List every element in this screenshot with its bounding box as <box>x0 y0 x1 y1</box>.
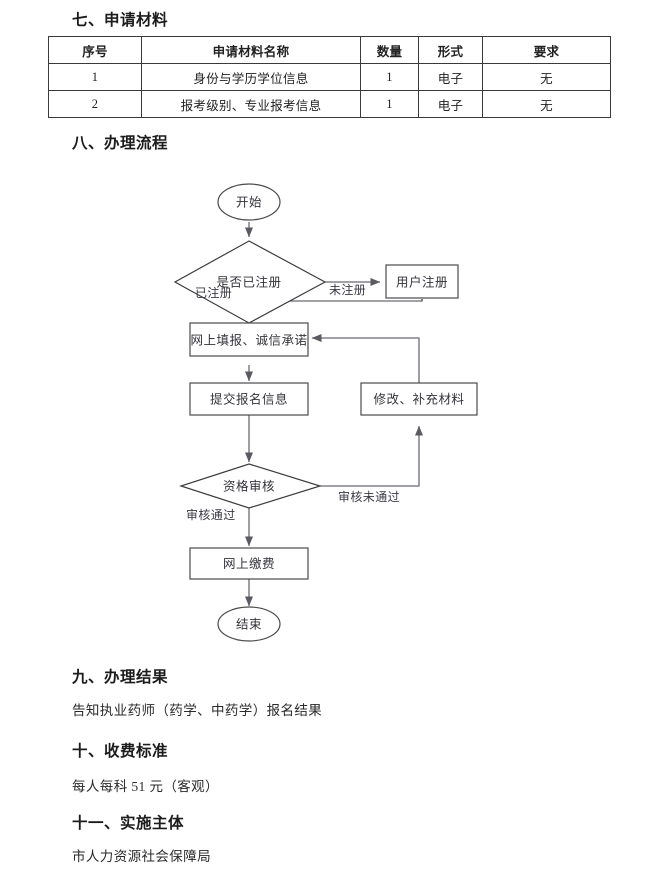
node-audit-shape <box>179 463 323 509</box>
table-header-row: 序号 申请材料名称 数量 形式 要求 <box>48 36 611 64</box>
column-header-requirement: 要求 <box>482 36 611 64</box>
column-header-quantity: 数量 <box>360 36 419 64</box>
section-heading-fee: 十、收费标准 <box>72 743 169 760</box>
edge-label-not-registered: 未注册 <box>329 282 366 297</box>
node-end-shape <box>217 606 281 642</box>
section-heading-materials: 七、申请材料 <box>72 12 169 29</box>
node-fill-form-label: 网上填报、诚信承诺 <box>190 333 307 348</box>
process-flowchart: 开始 是否已注册 用户注册 网上填报、诚信承诺 提交报名信息 修改、补充材料 资… <box>0 160 652 660</box>
section-heading-authority: 十一、实施主体 <box>72 815 185 832</box>
cell-requirement: 无 <box>482 63 611 91</box>
application-materials-table: 序号 申请材料名称 数量 形式 要求 1 身份与学历学位信息 1 电子 无 2 … <box>48 36 611 118</box>
edge-audit-failed-to-modify <box>320 425 424 487</box>
cell-format: 电子 <box>418 63 483 91</box>
edge-label-registered: 已注册 <box>195 285 232 300</box>
cell-format: 电子 <box>418 90 483 118</box>
node-modify-label: 修改、补充材料 <box>373 392 464 407</box>
cell-quantity: 1 <box>360 63 419 91</box>
node-start-shape <box>217 183 281 221</box>
section-heading-process: 八、办理流程 <box>72 135 169 152</box>
cell-quantity: 1 <box>360 90 419 118</box>
table-row: 1 身份与学历学位信息 1 电子 无 <box>48 63 611 91</box>
column-header-name: 申请材料名称 <box>141 36 361 64</box>
node-user-registration-shape <box>385 264 459 299</box>
node-audit-label: 资格审核 <box>223 479 275 494</box>
node-is-registered-label: 是否已注册 <box>216 275 281 290</box>
section-text-result: 告知执业药师（药学、中药学）报名结果 <box>72 703 323 718</box>
node-pay-label: 网上缴费 <box>223 556 275 571</box>
node-fill-form-shape <box>189 322 309 357</box>
edge-label-audit-failed: 审核未通过 <box>338 489 400 504</box>
node-submit-shape <box>189 382 309 416</box>
node-pay-shape <box>189 547 309 580</box>
node-submit-label: 提交报名信息 <box>210 392 288 407</box>
node-end-label: 结束 <box>236 618 262 632</box>
edge-modify-to-fillform <box>311 333 420 383</box>
cell-index: 1 <box>48 63 142 91</box>
edge-label-audit-passed: 审核通过 <box>186 507 236 522</box>
node-modify-shape <box>360 382 478 416</box>
cell-index: 2 <box>48 90 142 118</box>
section-text-fee: 每人每科 51 元（客观） <box>72 779 219 794</box>
column-header-index: 序号 <box>48 36 142 64</box>
column-header-format: 形式 <box>418 36 483 64</box>
node-start-label: 开始 <box>236 196 262 210</box>
cell-name: 报考级别、专业报考信息 <box>141 90 361 118</box>
section-heading-result: 九、办理结果 <box>72 669 169 686</box>
cell-name: 身份与学历学位信息 <box>141 63 361 91</box>
edge-user-registration-return <box>257 296 423 306</box>
node-user-registration-label: 用户注册 <box>396 275 448 290</box>
cell-requirement: 无 <box>482 90 611 118</box>
table-row: 2 报考级别、专业报考信息 1 电子 无 <box>48 90 611 118</box>
section-text-authority: 市人力资源社会保障局 <box>72 849 211 864</box>
